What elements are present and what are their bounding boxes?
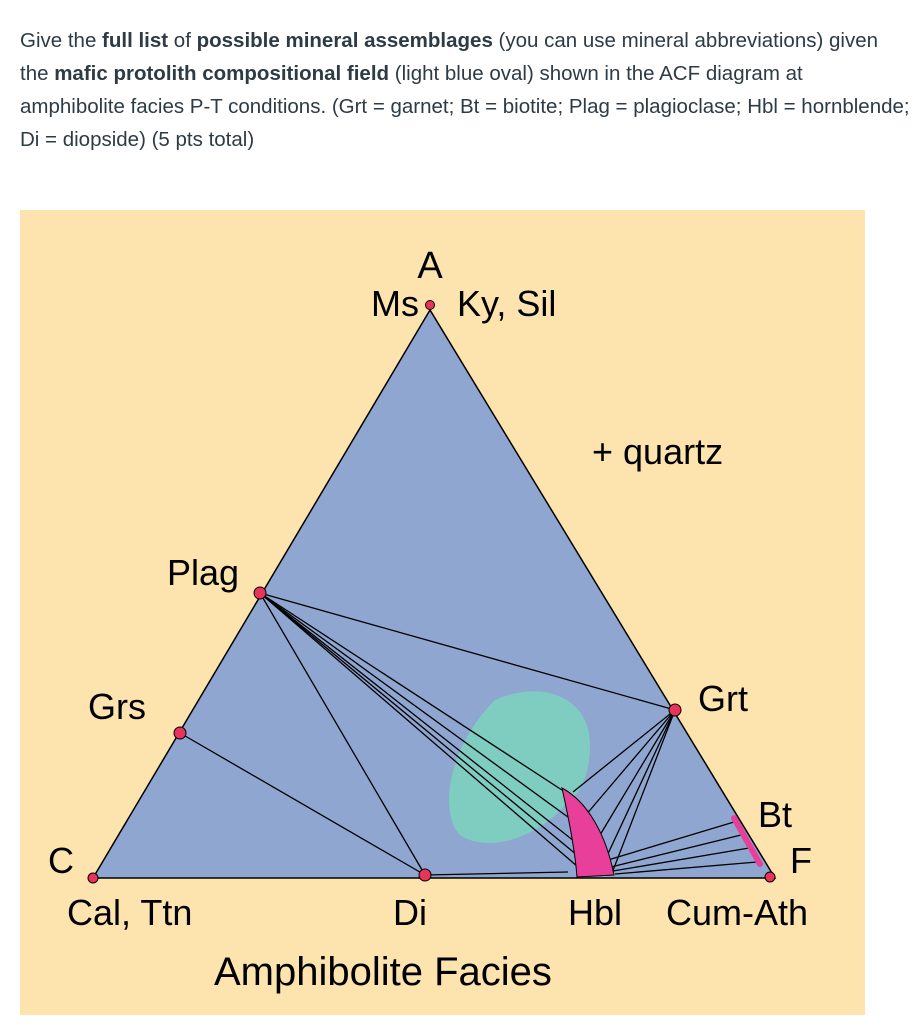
- tie-line-grt-hbl-5: [611, 709, 676, 874]
- bt-field: [731, 815, 763, 867]
- tie-line-bt-hbl-2: [610, 834, 742, 868]
- ms-ky-sil-point: [425, 300, 435, 310]
- apex-f-label: F: [790, 840, 812, 881]
- grs-label: Grs: [88, 686, 146, 727]
- tie-line-grt-hbl-4: [605, 709, 676, 859]
- grt-label: Grt: [698, 678, 748, 719]
- cal-ttn-point: [87, 872, 99, 884]
- tie-line-grt-hbl-1: [572, 709, 676, 793]
- bt-label: Bt: [758, 794, 792, 835]
- acf-diagram-svg: A Ms Ky, Sil + quartz Plag Grs Grt Bt C …: [20, 210, 865, 1015]
- ky-sil-label: Ky, Sil: [457, 283, 556, 324]
- apex-c-label: C: [48, 840, 74, 881]
- plag-point: [253, 586, 267, 600]
- hbl-label: Hbl: [568, 892, 622, 933]
- tie-line-grs-di: [179, 732, 426, 876]
- phase-points: [87, 300, 776, 884]
- tie-line-plag-di: [259, 592, 426, 876]
- tie-line-grt-hbl-2: [584, 709, 676, 817]
- di-point: [418, 868, 432, 882]
- tie-line-plag-hbl-3: [259, 592, 580, 846]
- tie-lines: [179, 592, 758, 876]
- facies-label: Amphibolite Facies: [214, 950, 552, 994]
- grs-point: [173, 726, 187, 740]
- plag-label: Plag: [167, 552, 239, 593]
- tie-line-plag-grt: [259, 592, 676, 711]
- tie-line-plag-hbl-2: [259, 592, 573, 821]
- mafic-protolith-field: [449, 691, 590, 844]
- cum-ath-point: [764, 871, 776, 883]
- diagram-labels: A Ms Ky, Sil + quartz Plag Grs Grt Bt C …: [48, 245, 812, 994]
- apex-a-label: A: [417, 245, 443, 287]
- quartz-label: + quartz: [592, 431, 723, 472]
- tie-line-plag-hbl-5: [259, 592, 586, 874]
- cal-ttn-label: Cal, Ttn: [67, 892, 192, 933]
- cum-ath-label: Cum-Ath: [666, 892, 808, 933]
- grt-point: [668, 703, 682, 717]
- tie-line-plag-hbl-1: [259, 592, 566, 793]
- di-label: Di: [393, 892, 427, 933]
- question-text: Give the full list of possible mineral a…: [20, 29, 910, 151]
- tie-line-bt-hbl-3: [612, 847, 750, 872]
- tie-line-bt-hbl-4: [614, 861, 758, 875]
- acf-diagram: A Ms Ky, Sil + quartz Plag Grs Grt Bt C …: [20, 210, 865, 1015]
- tie-line-grt-hbl-3: [596, 709, 676, 841]
- tie-line-bt-hbl-1: [607, 821, 735, 861]
- hbl-field: [561, 787, 615, 878]
- ms-label: Ms: [371, 283, 419, 324]
- tie-line-di-hbl: [424, 871, 569, 876]
- tie-line-plag-hbl-4: [259, 592, 584, 861]
